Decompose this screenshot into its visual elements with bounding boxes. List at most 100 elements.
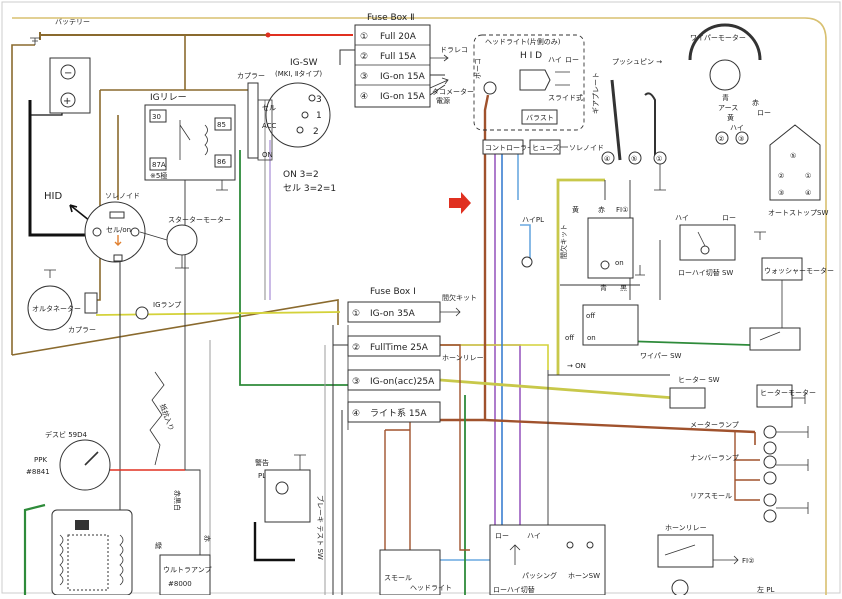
intermittent-kit-note: 間欠キット (442, 293, 477, 302)
fuse-number: ③ (360, 72, 368, 82)
horn-relay-note: ホーンリレー (442, 354, 484, 362)
svg-text:青: 青 (600, 283, 607, 292)
wiper-yellow: 黄 (727, 113, 734, 122)
light-switch-box (379, 549, 441, 596)
wiper-hi: ハイ (730, 124, 744, 132)
starter-assembly: HID ソレノイド セル/on スターターモーター (44, 191, 231, 269)
fusebox-1-item (347, 335, 441, 357)
lamp-icon (763, 471, 777, 485)
ig-sw-t1: 1 (316, 111, 322, 121)
ig-lamp-label: IGランプ (153, 301, 181, 309)
fuse-label: IG-on(acc)25A (370, 377, 435, 387)
arrow-icon (429, 77, 449, 89)
fuse-number: ④ (352, 409, 360, 419)
wiper-t5 (628, 151, 642, 165)
starter-on-label: セル/on (106, 226, 131, 234)
wire-color-red: 赤 (203, 535, 211, 542)
auto-stop-label: オートストップSW (768, 209, 828, 217)
battery-minus-terminal (60, 64, 76, 80)
relay-t86: 86 (217, 158, 226, 166)
warning-box (264, 469, 311, 523)
lamp-icon (763, 493, 777, 507)
warning-pl: PL (258, 472, 266, 480)
wiper-sw-label: ワイパー SW (640, 352, 682, 360)
lamp-icon (763, 441, 777, 455)
hid-bulb-icon (519, 69, 551, 91)
wiper-switch: off on off → ON ワイパー SW (565, 304, 801, 370)
fi2-label: FI② (742, 557, 754, 565)
hi-pl-label: ハイPL (522, 216, 544, 224)
ground-icon (792, 392, 806, 404)
headlight: ヘッドライト(片側のみ) H I D ハイ ロー スライド式 ボーコ バラスト … (473, 34, 604, 155)
fusebox-2-title: Fuse Box Ⅱ (367, 13, 415, 23)
heater-sw-label: ヒーター SW (678, 375, 720, 384)
wiper-motor-body (709, 59, 741, 91)
highlight-arrow-icon (449, 192, 471, 214)
svg-text:②: ② (718, 135, 724, 143)
coupler-top: カプラー (237, 72, 265, 159)
lamp-icon (135, 306, 149, 320)
svg-text:赤: 赤 (598, 206, 605, 214)
washer-motor: ウォッシャーモーター (761, 257, 834, 330)
wiper-earth: アース (718, 104, 738, 112)
svg-text:ロー: ロー (722, 214, 736, 222)
gear-plate-label: ギアプレート (592, 72, 600, 114)
ig-switch: IG-SW (MKⅠ, Ⅱタイプ) 3 1 2 セル ACC ON ON 3=2… (257, 58, 336, 194)
meter-lamp-label: メーターランプ (690, 420, 739, 429)
svg-text:①: ① (805, 172, 811, 180)
battery-plus-terminal (60, 92, 76, 108)
headlight-lo: ロー (565, 56, 579, 64)
fusebox-2: Fuse Box Ⅱ ① Full 20A ② Full 15A ③ IG-on… (354, 13, 474, 108)
power-label: 電源 (436, 96, 450, 105)
arrow-icon (713, 555, 739, 565)
fuse-label: Full 15A (380, 52, 417, 62)
svg-text:off: off (586, 312, 595, 320)
relay-switch-icon (179, 120, 191, 160)
light-head-label: ヘッドライト (410, 584, 452, 592)
svg-text:①: ① (656, 155, 662, 163)
lo-hi-box (679, 224, 736, 261)
coil-label: ウルトラアンプ (163, 566, 212, 574)
battery-label: バッテリー (55, 18, 90, 26)
svg-text:④: ④ (604, 155, 610, 163)
wiper-t3 (735, 131, 749, 145)
coil-box (159, 554, 211, 596)
ground-icon (216, 180, 228, 191)
alternator-coupler (84, 292, 98, 314)
ignition-coil-bank (51, 509, 133, 596)
relay-t85: 85 (217, 121, 226, 129)
lamp-group: メーターランプ ナンバーランプ リアスモール (690, 420, 809, 523)
resistor-label: 抵抗入り (158, 403, 176, 432)
horn-relay-box (657, 534, 714, 568)
heater: ヒーター SW ヒーターモーター (669, 375, 816, 409)
arrow-icon (430, 54, 449, 62)
fuse-number: ② (352, 343, 360, 353)
fusebox-2-item: ② Full 15A (355, 52, 430, 66)
controller-box (482, 139, 524, 155)
solenoid-label: ソレノイド (105, 192, 140, 200)
starter-motor-icon (166, 224, 198, 256)
number-lamp-label: ナンバーランプ (690, 454, 739, 462)
headlight-ground: ボーコ (474, 58, 482, 79)
headlight-dashed-frame (473, 34, 585, 131)
intermittent-box (587, 217, 634, 279)
headlight-hid: H I D (520, 51, 542, 61)
coupler-box (247, 82, 259, 159)
coil-number: #8000 (168, 580, 192, 588)
push-pin-label: プッシュピン → (612, 58, 662, 66)
ground-icon (30, 37, 40, 45)
ig-sw-note2: セル 3=2=1 (283, 183, 336, 194)
relay-t30: 30 (152, 113, 161, 121)
dashcam-label: ドラレコ (440, 46, 468, 54)
lamp-icon (275, 481, 289, 495)
wiper-blue: 青 (722, 93, 729, 102)
fuse-label: Full 20A (380, 32, 417, 42)
svg-text:④: ④ (805, 189, 811, 197)
svg-text:③: ③ (778, 189, 784, 197)
svg-text:on: on (615, 259, 624, 267)
fusebox-2-item: ④ IG-on 15A (360, 92, 426, 102)
tachometer-label: タコメーター (432, 87, 474, 96)
fusebox-1-item (347, 369, 441, 391)
wire-color-green: 緑 (155, 541, 162, 550)
